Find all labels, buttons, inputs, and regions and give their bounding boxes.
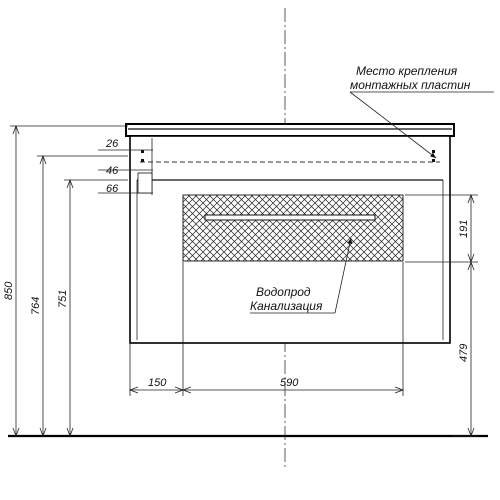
dim-479-label: 479 (458, 344, 470, 362)
mount-point-left (141, 150, 144, 153)
dim-590-label: 590 (280, 377, 299, 389)
dim-150-label: 150 (148, 377, 167, 389)
dim-66-label: 66 (106, 183, 119, 195)
dim-26-label: 26 (105, 138, 119, 150)
mount-point-right (432, 150, 435, 153)
dim-191-label: 191 (458, 220, 470, 238)
utilities-note-line2: Канализация (250, 299, 323, 313)
mount-point-right-2 (432, 159, 435, 162)
mount-note-line1: Место крепления (356, 64, 458, 78)
utilities-zone (182, 194, 404, 262)
dim-46-label: 46 (106, 165, 119, 177)
dim-751-label: 751 (57, 290, 69, 308)
mount-point-left-2 (141, 159, 144, 162)
dim-764-label: 764 (30, 297, 42, 315)
utilities-note-line1: Водопрод (256, 285, 311, 299)
utilities-note-leader (334, 237, 353, 314)
mount-note-line2: монтажных пластин (350, 78, 471, 92)
drawer-handle (204, 214, 376, 221)
dim-850-label: 850 (3, 281, 15, 300)
mount-note-leader (349, 91, 437, 159)
